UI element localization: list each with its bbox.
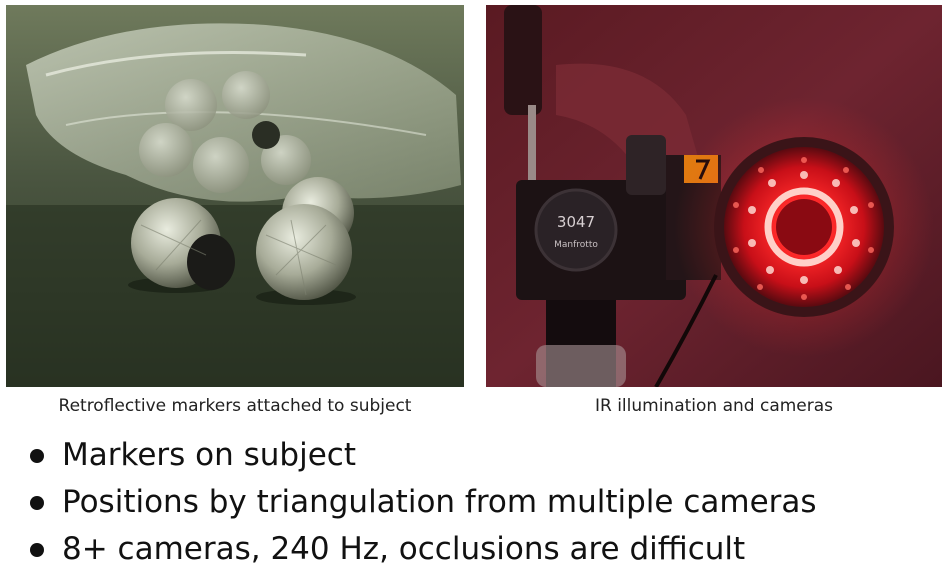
camera-number-label: 3047 [557, 213, 595, 231]
ir-camera-photo: 3047 Manfrotto [486, 5, 942, 387]
bullet-item: 8+ cameras, 240 Hz, occlusions are diffi… [28, 526, 928, 573]
bullet-dot-icon [30, 496, 44, 510]
bullet-item: Positions by triangulation from multiple… [28, 479, 928, 526]
bullet-text: 8+ cameras, 240 Hz, occlusions are diffi… [62, 531, 746, 567]
bullet-text: Positions by triangulation from multiple… [62, 484, 817, 520]
ir-camera-caption: IR illumination and cameras [594, 396, 834, 416]
bullet-text: Markers on subject [62, 437, 356, 473]
brand-label: Manfrotto [554, 240, 598, 250]
bullet-dot-icon [30, 449, 44, 463]
markers-photo [6, 5, 464, 387]
bullet-dot-icon [30, 543, 44, 557]
markers-caption: Retroflective markers attached to subjec… [58, 396, 412, 416]
bullet-list: Markers on subject Positions by triangul… [28, 432, 928, 573]
bullet-item: Markers on subject [28, 432, 928, 479]
